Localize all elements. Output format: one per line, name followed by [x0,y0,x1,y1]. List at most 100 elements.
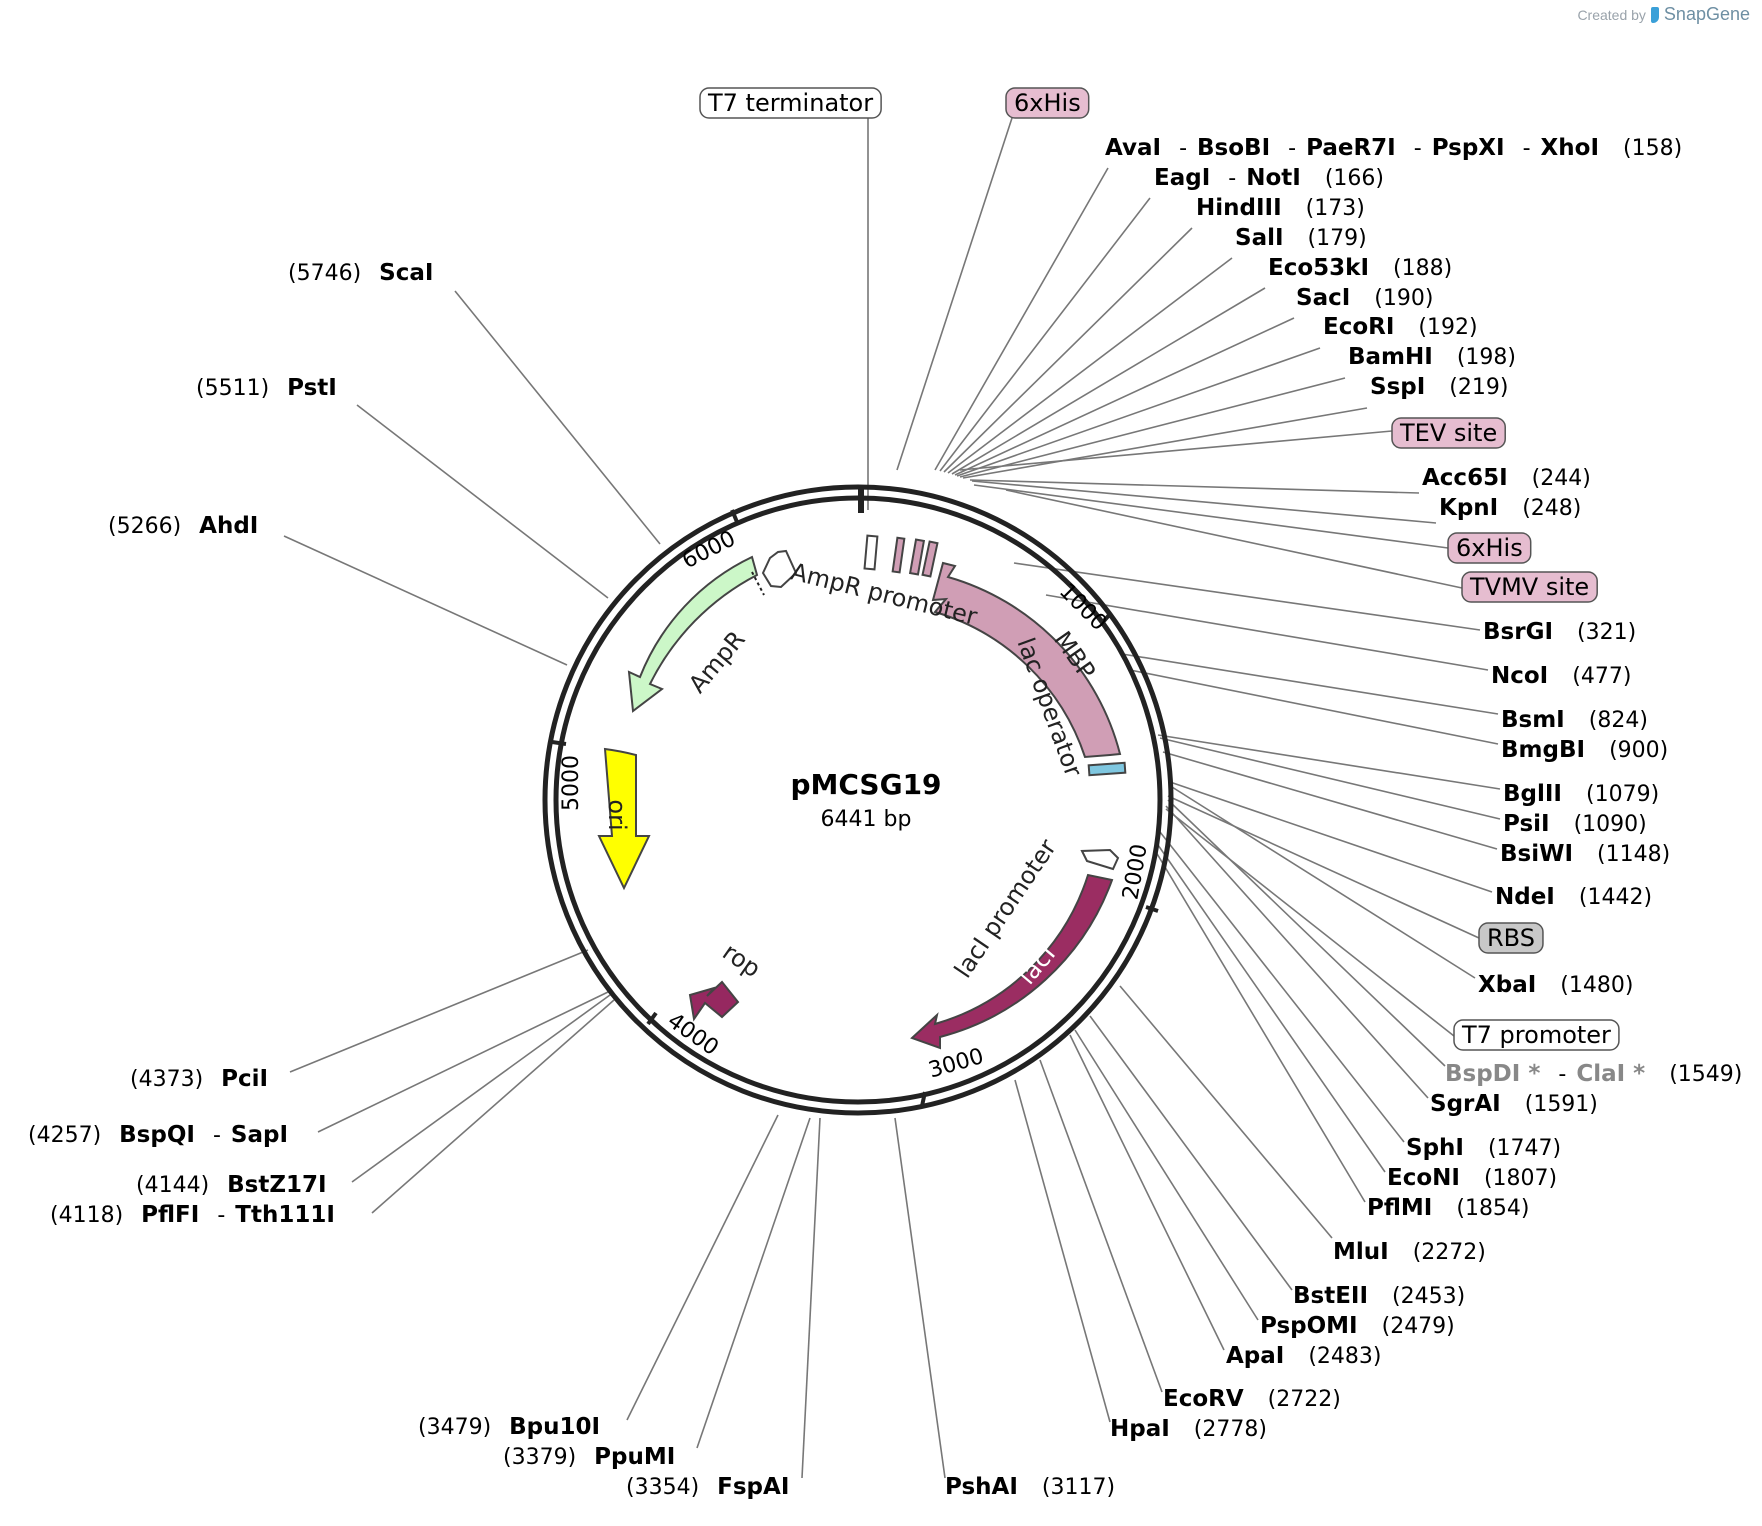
site-ppumi[interactable]: (3379)PpuMI [503,1444,675,1470]
site-apai[interactable]: ApaI(2483) [1226,1343,1382,1369]
his-tag-box[interactable] [891,536,906,574]
site-name: EcoRV [1163,1386,1244,1412]
site-sapi[interactable]: (4257)BspQI-SapI [28,1122,288,1148]
site-scai[interactable]: (5746)ScaI [288,260,433,286]
site-eco53ki[interactable]: Eco53kI(188) [1268,255,1452,281]
site-ecori[interactable]: EcoRI(192) [1323,314,1478,340]
t7-terminator-box[interactable] [863,534,879,571]
site-acc65i[interactable]: Acc65I(244) [1422,465,1591,491]
site-econi[interactable]: EcoNI(1807) [1387,1165,1557,1191]
site-bpu10i[interactable]: (3479)Bpu10I [418,1414,600,1440]
site-pcii[interactable]: (4373)PciI [130,1066,268,1092]
leader-ncoi [1045,594,1489,671]
tag-box [1461,571,1598,603]
tag-his_top[interactable]: 6xHis [1005,87,1090,119]
tag-tvmv[interactable]: TVMV site [1461,571,1598,603]
site-pspomi[interactable]: PspOMI(2479) [1260,1313,1455,1339]
site-ndei[interactable]: NdeI(1442) [1495,884,1652,910]
leader-acc65i [969,479,1420,494]
site-hpai[interactable]: HpaI(2778) [1110,1416,1267,1442]
site-name: EcoRI [1323,314,1394,340]
leader-ecori [956,347,1321,477]
ampr-promoter-arrow[interactable] [761,549,798,589]
site-bmgbi[interactable]: BmgBI (900) [1501,737,1668,763]
site-bsiwi[interactable]: BsiWI(1148) [1500,841,1670,867]
site-name: PspOMI [1260,1313,1358,1339]
site-name: Acc65I [1422,465,1508,491]
tvmv-site-box[interactable] [921,540,939,578]
site-avai[interactable]: AvaI-BsoBI-PaeR7I-PspXI-XhoI(158) [1105,135,1682,161]
site-position: (2778) [1194,1417,1267,1442]
site-bamhi[interactable]: BamHI(198) [1348,344,1516,370]
site-bstz17i[interactable]: (4144)BstZ17I [136,1172,327,1198]
tag-t7_promoter[interactable]: T7 promoter [1453,1019,1620,1051]
site-sphi[interactable]: SphI(1747) [1406,1135,1561,1161]
site-position: (198) [1457,345,1516,370]
site-sgrai[interactable]: SgrAI(1591) [1430,1091,1598,1117]
rop-arrow[interactable] [688,980,740,1022]
tev-site-box[interactable] [908,538,926,576]
leader-ppumi [696,1117,811,1449]
site-position: (3479) [418,1415,491,1440]
site-position: (1480) [1560,973,1633,998]
site-hindiii[interactable]: HindIII(173) [1196,195,1365,221]
site-name: PflMI [1367,1195,1432,1221]
site-bspdi[interactable]: BspDI *-ClaI *(1549) [1445,1061,1742,1087]
site-saci[interactable]: SacI(190) [1296,285,1433,311]
leader-his_mid [973,484,1449,549]
site-name: FspAI [717,1474,789,1500]
site-eagi[interactable]: EagI-NotI(166) [1154,165,1384,191]
leader-bsteii [1089,1015,1293,1291]
site-position: (900) [1609,738,1668,763]
site-position: (1854) [1456,1196,1529,1221]
site-pflmi[interactable]: PflMI (1854) [1367,1195,1530,1221]
site-name: BstEII [1293,1283,1368,1309]
tag-box [1478,922,1544,954]
site-sali[interactable]: SalI(179) [1235,225,1367,251]
site-position: (2722) [1268,1387,1341,1412]
ampr-arrow[interactable] [627,555,759,713]
site-name: BmgBI [1501,737,1585,763]
site-bsrgi[interactable]: BsrGI(321) [1483,619,1636,645]
tick-1000 [1101,612,1112,624]
tag-his_mid[interactable]: 6xHis [1447,532,1532,564]
site-mlui[interactable]: MluI(2272) [1333,1239,1486,1265]
site-ecorv[interactable]: EcoRV (2722) [1163,1386,1341,1412]
site-tth111i[interactable]: (4118)PflFI-Tth111I [50,1202,335,1228]
site-separator: - [1414,136,1422,161]
site-kpni[interactable]: KpnI(248) [1439,495,1581,521]
site-position: (4118) [50,1203,123,1228]
site-ncoi[interactable]: NcoI(477) [1491,663,1631,689]
laci-promoter-arrow[interactable] [1080,848,1120,871]
site-name: SalI [1235,225,1284,251]
site-bsmi[interactable]: BsmI(824) [1501,707,1648,733]
leader-sali [947,257,1233,474]
site-separator: - [217,1203,225,1228]
tag-box [699,87,882,119]
leader-rbs [1167,795,1480,939]
lac-operator-box[interactable] [1087,761,1127,777]
restriction-site-labels: AvaI-BsoBI-PaeR7I-PspXI-XhoI(158) EagI-No… [28,135,1742,1500]
site-position: (4373) [130,1067,203,1092]
ori-arrow[interactable] [597,747,651,891]
site-bsteii[interactable]: BstEII(2453) [1293,1283,1465,1309]
site-name: NcoI [1491,663,1548,689]
tag-box [1005,87,1090,119]
site-pshai[interactable]: PshAI(3117) [945,1474,1115,1500]
leader-his_top [896,117,1013,471]
site-ahdi[interactable]: (5266)AhdI [108,513,258,539]
mbp-arrow[interactable] [931,561,1122,759]
site-xbai[interactable]: XbaI(1480) [1478,972,1633,998]
site-fspai[interactable]: (3354)FspAI [626,1474,789,1500]
tag-tev[interactable]: TEV site [1391,417,1506,449]
site-bglii[interactable]: BglII(1079) [1503,781,1659,807]
site-psti[interactable]: (5511)PstI [196,375,337,401]
tag-rbs[interactable]: RBS [1478,922,1544,954]
tag-t7_terminator[interactable]: T7 terminator [699,87,882,119]
site-name: PstI [287,375,337,401]
site-position: (4144) [136,1173,209,1198]
site-psii[interactable]: PsiI(1090) [1503,811,1647,837]
site-sspi[interactable]: SspI(219) [1370,374,1508,400]
laci-arrow[interactable] [910,873,1114,1050]
tag-box [1453,1019,1620,1051]
